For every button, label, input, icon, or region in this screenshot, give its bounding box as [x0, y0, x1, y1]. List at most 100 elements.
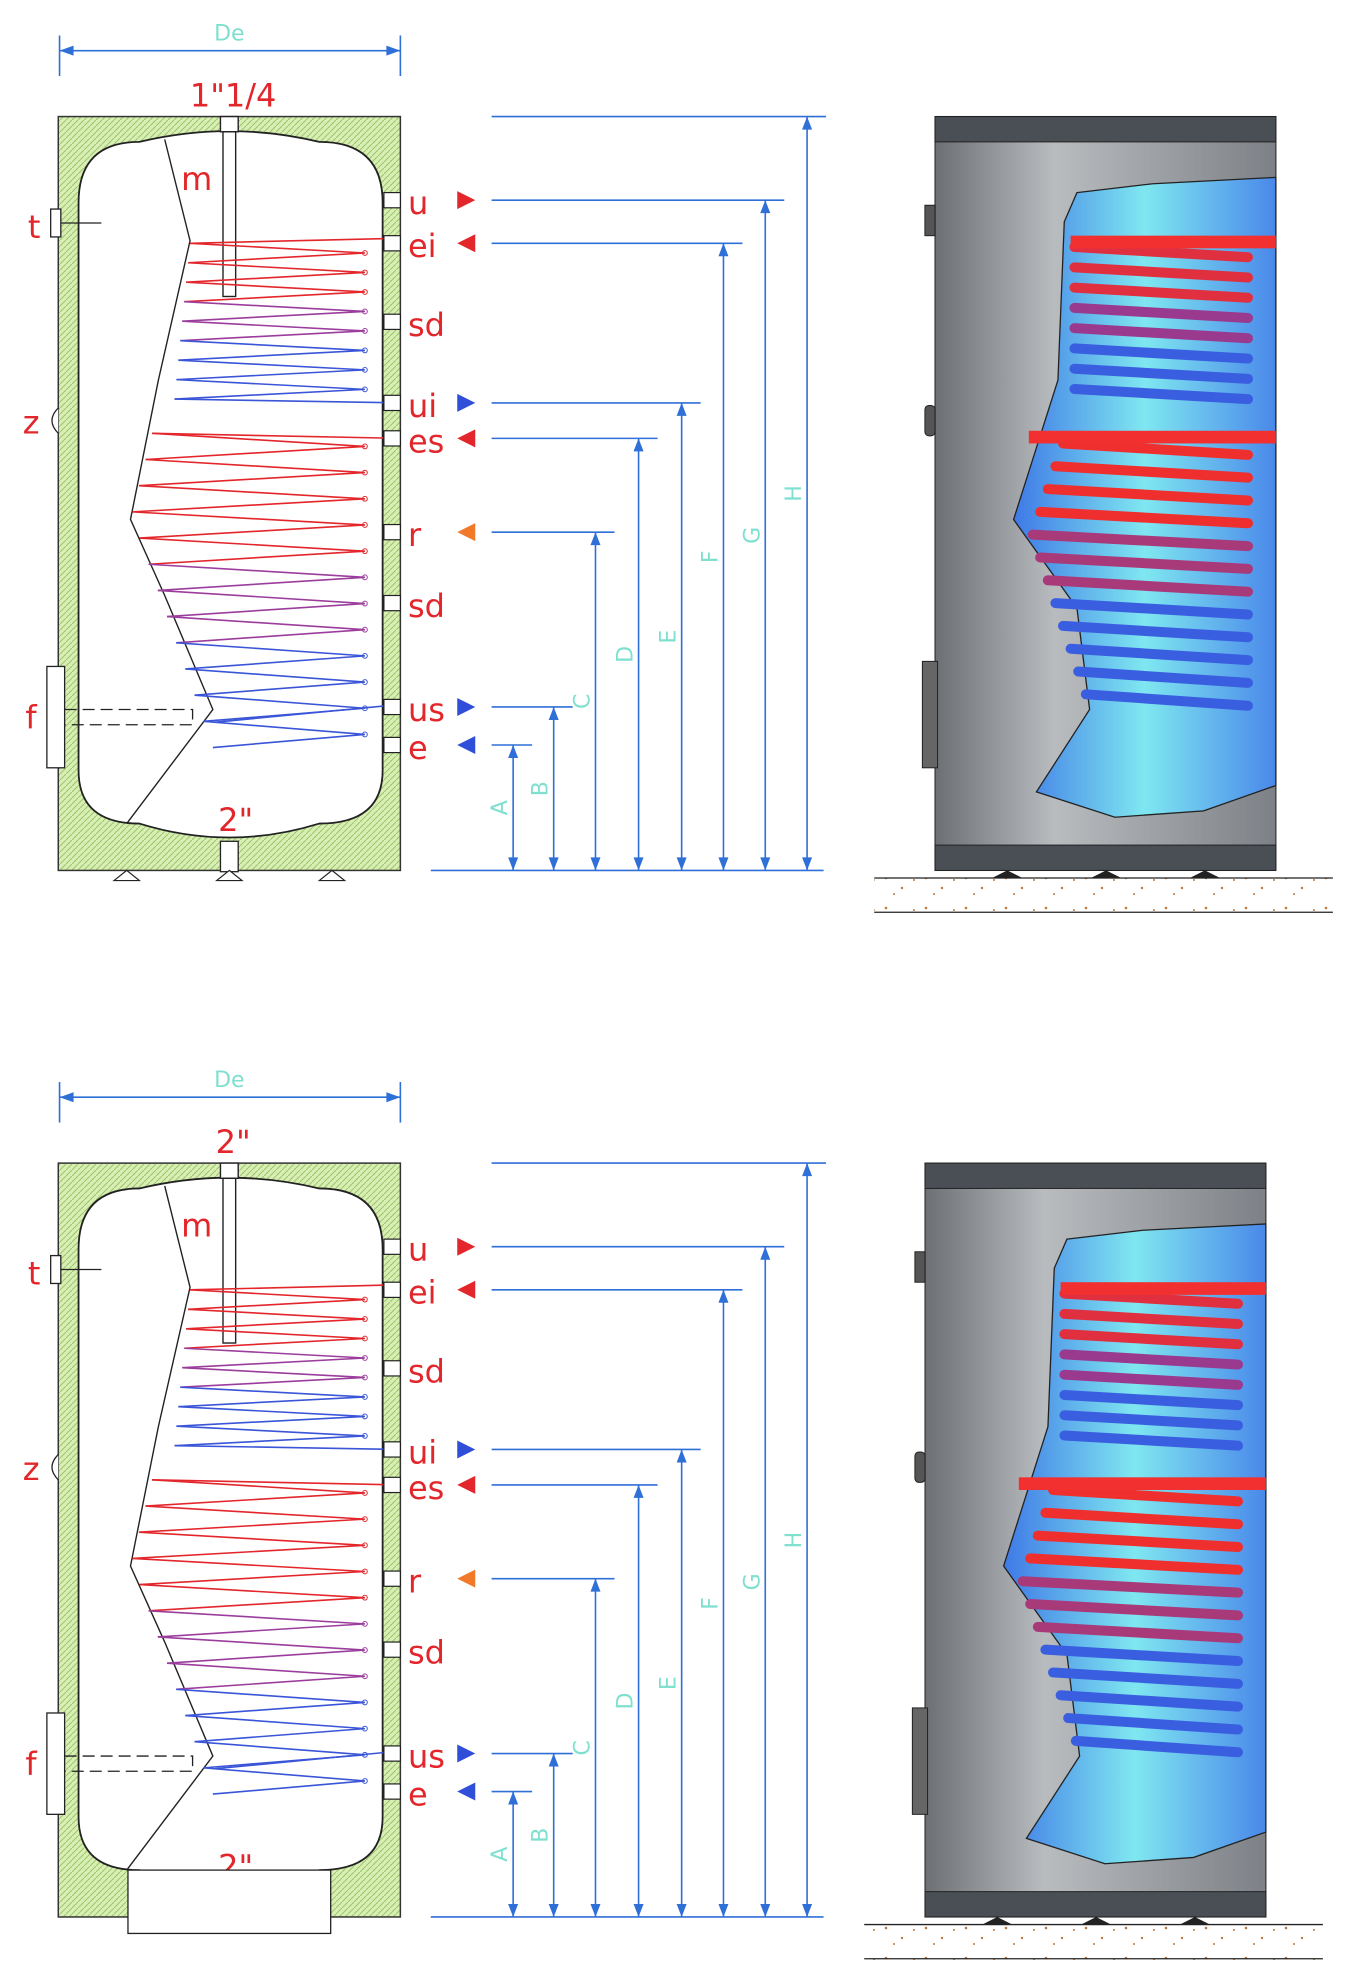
upper-coil-turn [180, 320, 365, 342]
port-stub-ui [383, 394, 401, 412]
dimension-arrow-bottom-D [633, 1903, 644, 1917]
top-connection-label: 1"1/4 [190, 76, 277, 114]
lower-coil-turn [132, 1557, 365, 1586]
upper-coil-turn [182, 1347, 365, 1369]
lower-coil-bend [361, 1594, 368, 1601]
upper-coil-bend [361, 366, 368, 373]
render-lower-coil-turn [1070, 1735, 1243, 1758]
tank-render-top [874, 115, 1333, 914]
render-upper-coil-turn [1059, 1349, 1243, 1370]
left-label-z: z [23, 403, 40, 441]
lower-coil-bend [361, 626, 368, 633]
render-foot-2 [1080, 1916, 1112, 1925]
section-cut-line [126, 139, 214, 824]
dimension-label-H: H [782, 1532, 807, 1549]
upper-coil-inlet [190, 1283, 401, 1291]
lower-coil-turn [132, 1531, 365, 1560]
ground [874, 878, 1333, 914]
render-lower-coil-turn [1042, 575, 1253, 597]
lower-coil-turn [185, 1714, 365, 1743]
port-stub-sd [383, 594, 401, 612]
dimension-label-B: B [529, 1828, 554, 1843]
port-label-ei: ei [408, 227, 437, 265]
upper-coil-bend [361, 308, 368, 315]
tank-render-bottom [864, 1162, 1323, 1961]
render-fitting-t [914, 1251, 926, 1283]
anode-tube [222, 1177, 237, 1344]
upper-coil-turn [174, 378, 365, 400]
render-lower-coil-turn [1035, 506, 1253, 529]
port-label-u: u [408, 184, 428, 222]
upper-coil-bend [361, 1355, 368, 1361]
render-foot-3 [1179, 1916, 1211, 1925]
port-arrow-e [457, 1782, 476, 1801]
upper-coil-bend [361, 386, 368, 393]
dimension-arrow-top-G [760, 200, 771, 214]
lower-coil-bend [361, 522, 368, 528]
dimension-arrow-bottom-A [508, 1903, 519, 1917]
lower-coil-outlet [215, 1750, 401, 1770]
bottom-cap [934, 844, 1277, 871]
lower-coil-turn [148, 563, 365, 592]
port-label-sd: sd [408, 587, 445, 625]
dimension-label-B: B [529, 781, 554, 796]
port-label-es: es [408, 422, 444, 460]
dimension-label-C: C [570, 1740, 595, 1755]
lower-coil-bend [361, 1516, 368, 1523]
port-arrow-r [457, 523, 476, 542]
port-arrow-us [457, 697, 476, 716]
render-upper-coil-turn [1059, 1308, 1243, 1330]
dimension-arrow-top-D [633, 1484, 644, 1498]
port-label-r: r [408, 1563, 422, 1601]
render-lower-coil-turn [1032, 1530, 1243, 1553]
dimension-label-D: D [614, 646, 639, 663]
support-skirt [127, 1869, 332, 1935]
lower-coil-bend [361, 443, 368, 450]
render-upper-coil-turn [1069, 363, 1253, 384]
dimension-arrow-bottom-G [760, 857, 771, 871]
upper-coil-bend [361, 250, 368, 256]
render-lower-coil-turn [1080, 689, 1253, 711]
render-foot-1 [982, 1916, 1013, 1925]
port-stub-us [383, 1745, 401, 1762]
dimension-arrow-top-G [760, 1246, 771, 1260]
dimension-arrow-bottom-E [676, 857, 687, 871]
port-stub-ei [383, 235, 401, 252]
lower-coil-bend [361, 1490, 368, 1496]
port-label-u: u [408, 1231, 428, 1269]
render-lower-coil-turn [1058, 620, 1253, 643]
dimension-label-D: D [614, 1692, 639, 1709]
port-stub-u [383, 191, 401, 209]
render-upper-coil-turn [1069, 343, 1253, 364]
dimension-label-A: A [488, 1847, 513, 1862]
dimension-label-E: E [657, 1676, 682, 1690]
render-lower-coil-turn [1048, 1484, 1243, 1507]
top-connection-fitting [219, 115, 239, 133]
dimension-arrow-bottom-B [548, 857, 559, 871]
render-upper-coil-turn [1059, 1288, 1243, 1309]
flange-heater [64, 708, 194, 726]
upper-coil-turn [184, 1327, 365, 1350]
dimension-arrow-bottom-G [760, 1903, 771, 1917]
top-cap [934, 116, 1277, 143]
dimension-arrow-top-B [548, 1753, 559, 1767]
support-foot-2 [214, 869, 244, 882]
dimension-de-arrow-left [59, 1092, 74, 1103]
diameter-label: De [214, 22, 244, 47]
render-fitting-z [914, 1451, 926, 1483]
lower-coil-turn [203, 720, 365, 749]
port-label-us: us [408, 1737, 445, 1775]
upper-coil-bend [361, 1433, 368, 1439]
upper-coil-turn [176, 359, 365, 381]
render-flange [921, 660, 939, 769]
render-lower-coil-turn [1065, 643, 1253, 666]
upper-coil-bend [361, 1296, 368, 1303]
port-arrow-ui [457, 393, 476, 412]
flange-f [46, 665, 66, 769]
dimension-label-G: G [740, 527, 765, 544]
lower-coil-bend [361, 1673, 368, 1680]
port-arrow-ui [457, 1440, 476, 1459]
